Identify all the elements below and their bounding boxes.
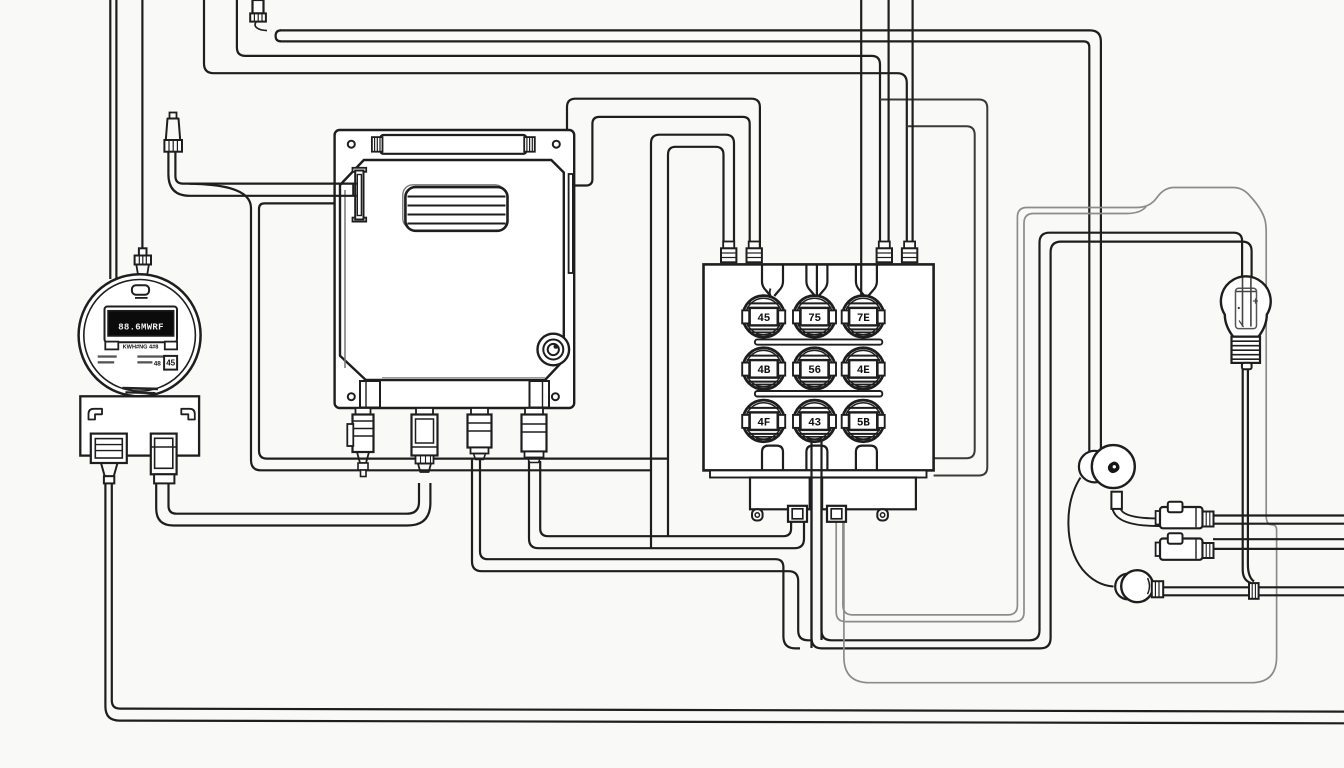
svg-text:4F: 4F: [757, 418, 770, 430]
svg-text:7E: 7E: [857, 313, 870, 325]
svg-text:4B: 4B: [757, 365, 770, 377]
svg-text:56: 56: [808, 365, 821, 377]
svg-text:KWH#NG 4#8: KWH#NG 4#8: [123, 345, 159, 351]
svg-text:4E: 4E: [857, 365, 870, 377]
svg-text:5B: 5B: [857, 418, 870, 430]
svg-text:75: 75: [808, 313, 821, 325]
svg-text:48: 48: [154, 360, 162, 367]
svg-text:45: 45: [757, 313, 770, 325]
svg-text:45: 45: [166, 359, 175, 368]
svg-text:88.6MWRF: 88.6MWRF: [118, 323, 164, 333]
svg-text:43: 43: [808, 418, 821, 430]
